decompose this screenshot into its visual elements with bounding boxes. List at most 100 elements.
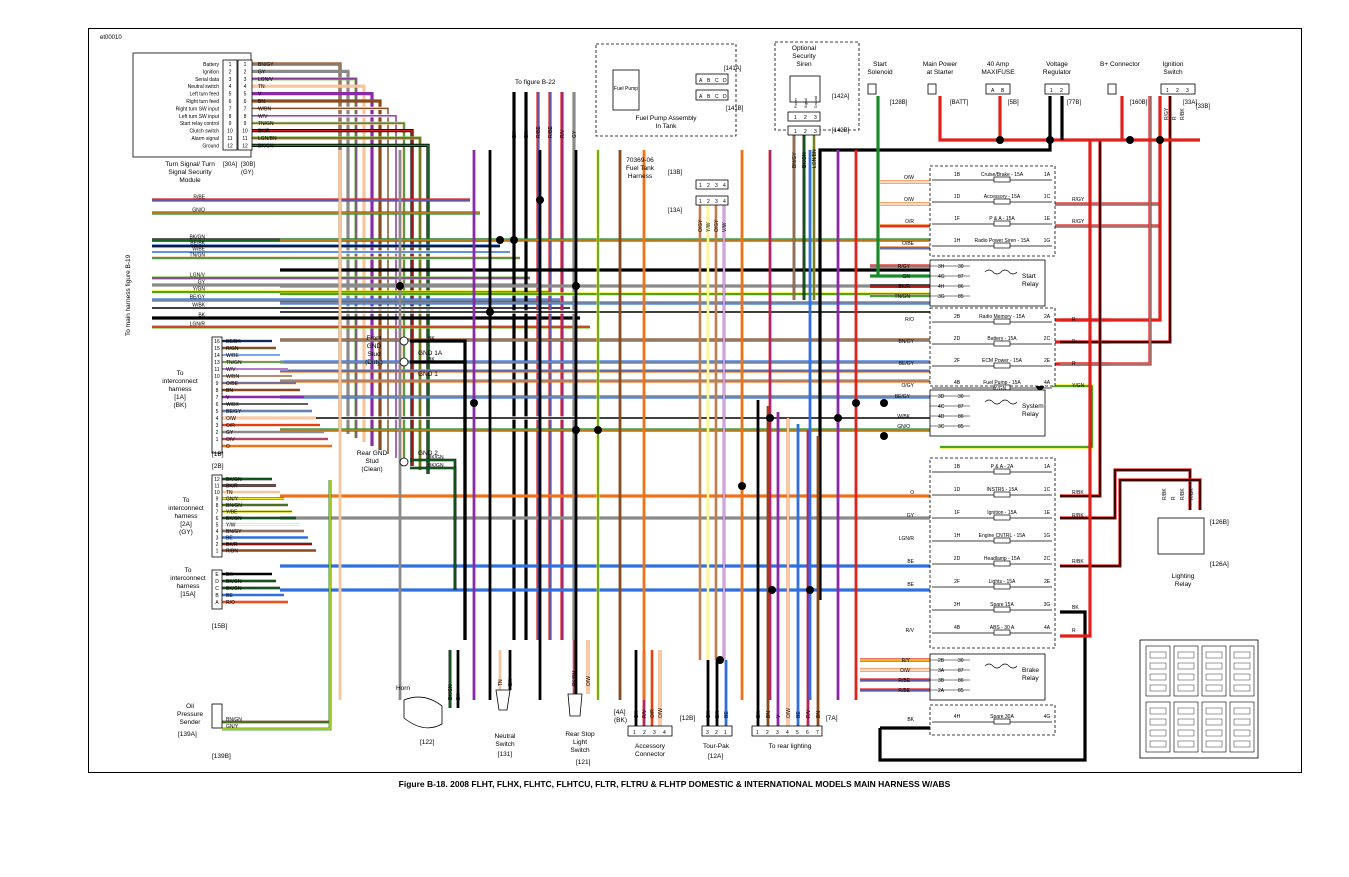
wire-code: GN/O (897, 424, 910, 430)
label: 1 (699, 183, 702, 189)
wire-code: R/O (905, 317, 914, 323)
wire-code: TN/GN (189, 253, 205, 259)
wire-code: GY (907, 513, 915, 519)
label: TN (498, 679, 504, 686)
relay-title: Relay (1022, 281, 1039, 288)
pin-number: 2 (244, 69, 247, 75)
b22-reference: To figure B-22 (515, 79, 556, 86)
label: [1B] (212, 451, 224, 458)
label: 5 (796, 730, 799, 736)
fuse-name: Ignition - 15A (987, 510, 1017, 516)
diagram-frame (88, 28, 1302, 773)
fuse-map-cell (1173, 645, 1199, 697)
pin-number: 10 (227, 129, 233, 135)
label: LGN/BN (812, 149, 818, 168)
label: BK (428, 357, 435, 363)
label: Accessory (635, 743, 666, 750)
label: 1E (1044, 510, 1051, 516)
label: [126A] (1210, 561, 1229, 568)
wire-code: BE/GY (190, 295, 206, 301)
label: (BK) (174, 402, 187, 409)
pin-number: 9 (216, 497, 219, 503)
module-pin-label: Serial data (195, 77, 219, 83)
wire-r (1060, 96, 1162, 322)
fuse-symbol (993, 198, 1011, 205)
label: harness (176, 583, 200, 590)
label: 1H (954, 533, 961, 539)
wire-bk (878, 610, 1087, 762)
label: O/W (658, 708, 664, 718)
label: GND 2 (418, 450, 438, 457)
label: C (715, 78, 719, 84)
fuse-block-top (929, 165, 1056, 257)
label: 2 (804, 115, 807, 121)
label: Tour-Pak (703, 743, 730, 750)
pin-number: 5 (244, 92, 247, 98)
fuse-map-cell (1145, 645, 1171, 697)
label: Neutral (495, 733, 517, 740)
label: Lighting (1172, 573, 1195, 580)
connector-id: [77B] (1067, 100, 1081, 106)
label: 4B (954, 380, 961, 386)
label: B (1001, 88, 1005, 94)
label: To (177, 370, 184, 377)
label: 2A (1044, 314, 1051, 320)
connector-title: B+ Connector (1100, 61, 1141, 68)
label: R/V (642, 709, 648, 718)
wire-code: O/R (226, 423, 235, 429)
wire-code: BK/R (898, 284, 910, 290)
label: Stud (365, 458, 379, 465)
label: Module (179, 177, 201, 184)
label: 3 (715, 199, 718, 205)
label: D (723, 78, 727, 84)
wire-code: W/BN (258, 106, 271, 112)
label: O/W (586, 676, 592, 686)
wire-code: BE/GY (899, 361, 915, 367)
wire-code: BE (226, 593, 233, 599)
label: 1 (1166, 88, 1169, 94)
label: 3C (938, 424, 945, 430)
pin-number: 11 (214, 484, 219, 490)
pin-number: 5 (216, 409, 219, 415)
label: 1F (954, 216, 960, 222)
wire-code: GY (198, 280, 206, 286)
label: GND 1 (418, 371, 438, 378)
pin-number: 8 (244, 114, 247, 120)
wire-code: W/BK (897, 414, 910, 420)
label: [12B] (680, 715, 695, 722)
label: 30 (958, 394, 964, 400)
pin-number: 9 (244, 121, 247, 127)
label: 1G (1044, 238, 1051, 244)
wire-code: GN/Y (226, 497, 239, 503)
wire-code: LGN/V (190, 273, 206, 279)
conn-30b (237, 59, 253, 151)
module-wire (252, 84, 366, 442)
wire-code: GY (226, 430, 234, 436)
fuse-symbol (993, 606, 1011, 613)
interconnect-1a (211, 336, 223, 454)
label: O/GY (714, 219, 720, 232)
label: Sender (180, 719, 202, 726)
label: To (185, 567, 192, 574)
label: [142A] (832, 94, 850, 100)
wire-code: W/BK (226, 402, 239, 408)
label: 2F (954, 358, 960, 364)
conn-142a (787, 111, 821, 122)
label: 1 (633, 730, 636, 736)
wire-code: BK (1072, 605, 1079, 611)
label: 1C (1044, 487, 1051, 493)
pin-number: 3 (216, 423, 219, 429)
wire-code: R/BK (1180, 488, 1186, 500)
pin-number: 6 (216, 402, 219, 408)
pin-number: 1 (216, 437, 219, 443)
wire-code: R/BE (193, 195, 205, 201)
wire-code: Y/W (226, 523, 236, 529)
connector-title: Voltage (1046, 61, 1068, 68)
label: BN/GY (792, 152, 798, 168)
wire-code: O/BE (902, 241, 915, 247)
label: 3 (776, 730, 779, 736)
label: 3B (938, 678, 945, 684)
module-pin-label: Battery (203, 62, 219, 68)
label: [139A] (178, 731, 197, 738)
label: Horn (396, 685, 410, 692)
